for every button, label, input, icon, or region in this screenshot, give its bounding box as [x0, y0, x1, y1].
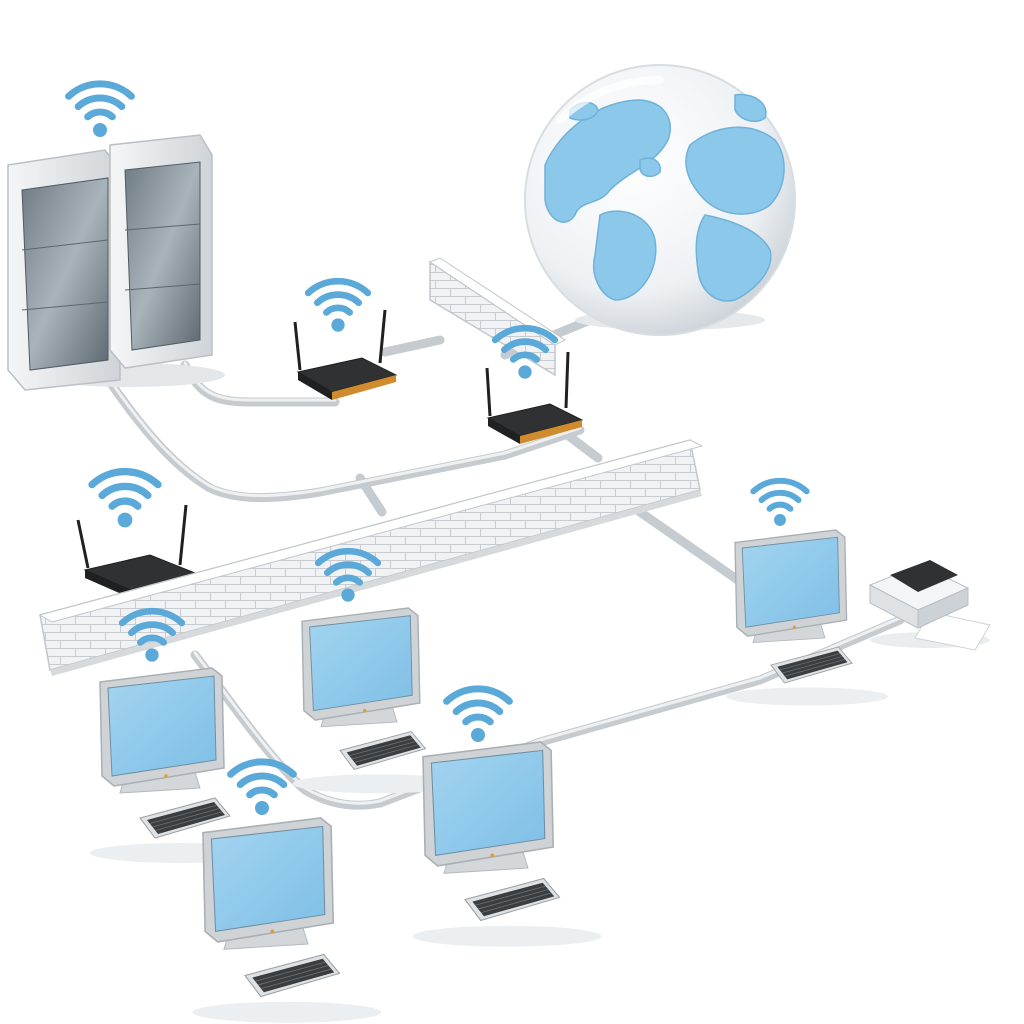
computer-icon: [90, 667, 270, 863]
workstation-4: [412, 741, 602, 947]
wifi-icon: [65, 80, 135, 137]
wifi-icon: [750, 477, 810, 526]
workstation-3: [192, 817, 382, 1023]
router-2: [485, 351, 584, 444]
wifi-icon: [443, 685, 513, 742]
router-1: [293, 309, 398, 400]
cable-router2-down: [565, 432, 603, 463]
cable-router1-wall: [380, 335, 445, 357]
server-icon: [7, 134, 225, 391]
firewall-upper: [428, 257, 567, 377]
printer-icon: [868, 560, 991, 651]
keyboard-icon: [244, 953, 341, 998]
wifi-icon: [227, 758, 297, 815]
wifi-icon: [491, 324, 559, 379]
wifi-icon: [314, 547, 382, 602]
wifi-icon: [88, 468, 162, 528]
keyboard-icon: [464, 877, 561, 922]
workstation-5: [726, 529, 888, 706]
computer-icon: [192, 817, 382, 1023]
workstation-1: [90, 667, 270, 863]
cable-wall-ws5: [635, 507, 750, 590]
cable-server-main: [105, 377, 585, 503]
keyboard-icon: [339, 730, 427, 771]
computer-icon: [726, 529, 888, 706]
continents: [544, 93, 785, 302]
globe-icon: [524, 64, 796, 336]
keyboard-icon: [770, 646, 853, 684]
workstation-2: [292, 607, 464, 794]
workstations: [90, 529, 888, 1023]
wifi-icon: [118, 607, 186, 662]
computer-icon: [412, 741, 602, 947]
cable-branch: [355, 473, 387, 517]
wifi-signals: [65, 80, 810, 815]
wifi-icon: [304, 277, 372, 332]
keyboard-icon: [139, 797, 231, 839]
computer-icon: [292, 607, 464, 794]
